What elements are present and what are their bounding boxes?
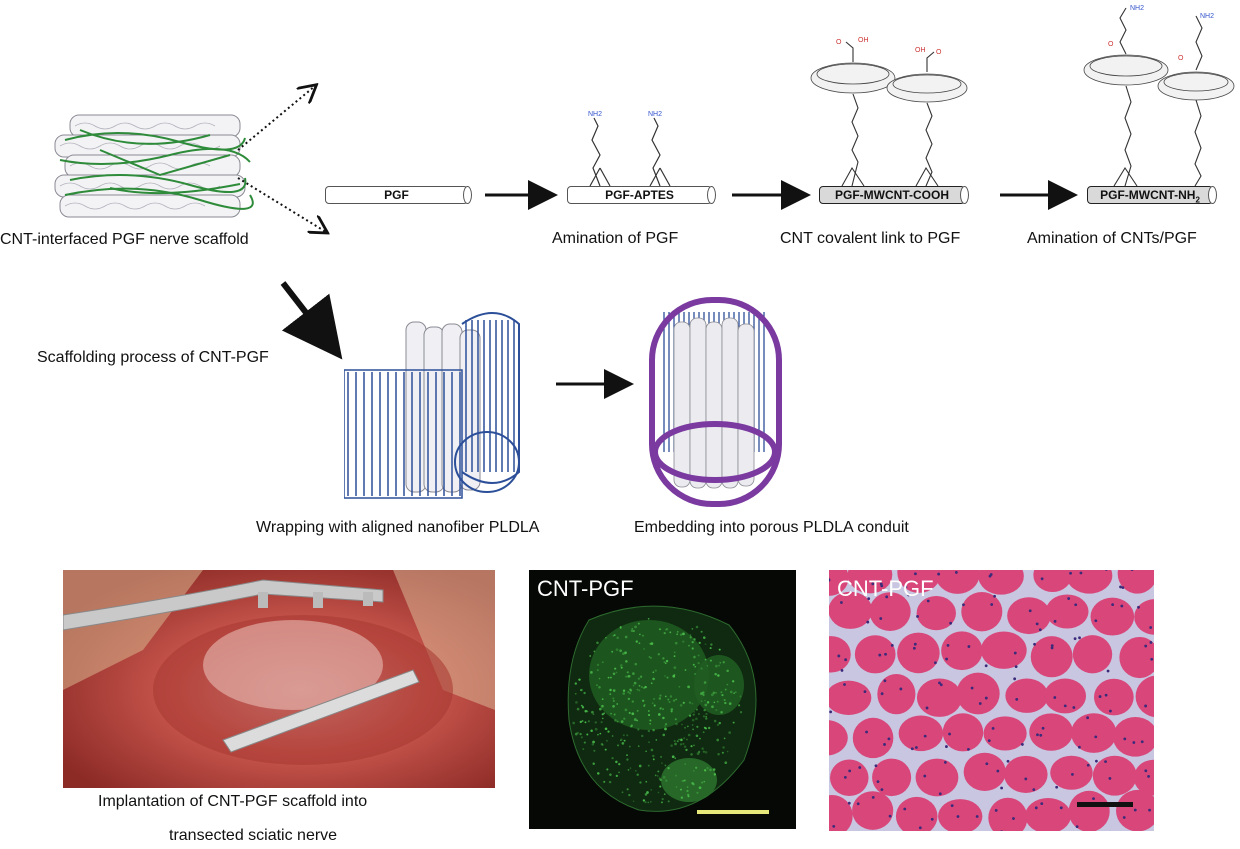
rod-nh2-cap [1208, 186, 1217, 204]
rod-pgf-aptes-cap [707, 186, 716, 204]
step1-caption: Amination of PGF [552, 230, 679, 247]
dotted-arrow-up [237, 86, 315, 151]
dotted-arrow-down [237, 177, 326, 232]
svg-text:NH2: NH2 [1200, 13, 1214, 20]
svg-text:NH2: NH2 [648, 111, 662, 118]
rod-pgf-cap [463, 186, 472, 204]
histology-micrograph: CNT-PGF [829, 570, 1154, 831]
rod-pgf-aptes-label: PGF-APTES [605, 188, 674, 202]
svg-text:O: O [936, 49, 942, 56]
fluor-scale-bar [697, 810, 769, 814]
fluorescence-micrograph: CNT-PGF [529, 570, 796, 829]
wrapping-illustration [344, 312, 520, 499]
rod-pgf: PGF [325, 186, 472, 204]
implant-caption-line1: Implantation of CNT-PGF scaffold into [98, 793, 368, 810]
rod-pgf-mwcnt-cooh: PGF-MWCNT-COOH [819, 186, 969, 204]
fluor-label: CNT-PGF [537, 576, 634, 601]
svg-text:O: O [1108, 41, 1114, 48]
rod-pgf-mwcnt-nh2: PGF-MWCNT-NH2 [1087, 186, 1217, 204]
svg-text:NH2: NH2 [1130, 5, 1144, 12]
scaffold-caption: CNT-interfaced PGF nerve scaffold [0, 231, 249, 248]
histo-label: CNT-PGF [837, 576, 934, 601]
cnt-pgf-scaffold-illustration [54, 114, 254, 218]
rod-cooh-cap [960, 186, 969, 204]
rod-cooh-label: PGF-MWCNT-COOH [835, 188, 949, 202]
process-caption: Scaffolding process of CNT-PGF [37, 349, 269, 366]
svg-text:OH: OH [858, 37, 869, 44]
step2-caption: CNT covalent link to PGF [780, 230, 961, 247]
rod-nh2-text: PGF-MWCNT-NH [1100, 188, 1196, 202]
step3-caption: Amination of CNTs/PGF [1027, 230, 1197, 247]
implantation-photo [63, 570, 495, 788]
rod-nh2-subscript: 2 [1195, 195, 1200, 205]
embed-caption: Embedding into porous PLDLA conduit [634, 519, 909, 536]
histo-scale-bar [1077, 802, 1133, 807]
rod-pgf-aptes: PGF-APTES [567, 186, 716, 204]
arrow-scaffold-to-wrap [280, 281, 343, 360]
embedding-illustration [649, 297, 782, 507]
rod-pgf-label: PGF [384, 188, 409, 202]
svg-text:O: O [1178, 55, 1184, 62]
rod-nh2-label: PGF-MWCNT-NH2 [1088, 188, 1212, 204]
svg-text:O: O [836, 39, 842, 46]
svg-text:NH2: NH2 [588, 111, 602, 118]
wrap-caption: Wrapping with aligned nanofiber PLDLA [256, 519, 540, 536]
implant-caption-line2: transected sciatic nerve [169, 827, 338, 844]
svg-text:OH: OH [915, 47, 926, 54]
